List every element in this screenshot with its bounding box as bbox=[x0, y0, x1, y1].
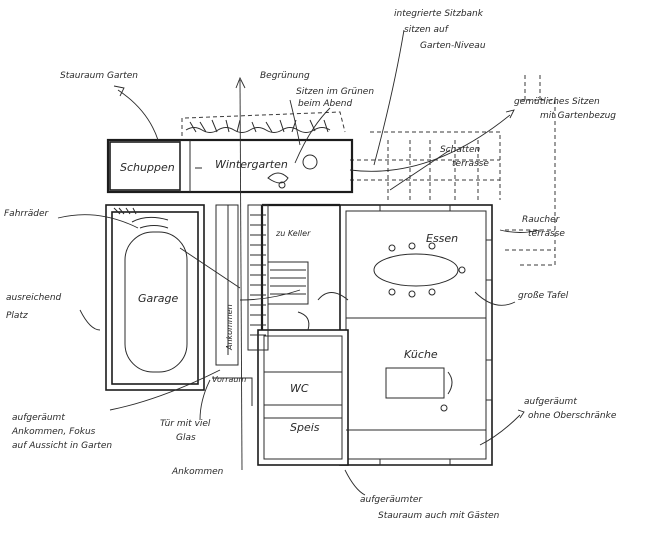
note-ausreichend-2: Platz bbox=[6, 311, 28, 321]
note-stauraum-garten: Stauraum Garten bbox=[60, 71, 138, 81]
note-fahrraeder: Fahrräder bbox=[4, 209, 50, 219]
planting-hatch bbox=[185, 119, 331, 133]
room-label-garage: Garage bbox=[138, 292, 179, 305]
note-sitzbank-2: sitzen auf bbox=[404, 25, 450, 35]
note-sitzen-gruenen-2: beim Abend bbox=[298, 99, 352, 109]
note-ausreichend-1: ausreichend bbox=[6, 293, 62, 303]
note-begruenung: Begrünung bbox=[260, 71, 310, 81]
garage bbox=[105, 204, 205, 391]
note-raucher-1: Raucher bbox=[522, 215, 561, 225]
note-aufgeraeumt-2: ohne Oberschränke bbox=[528, 411, 617, 421]
note-ankommen-vertical: Ankommen bbox=[225, 304, 234, 351]
room-label-speis: Speis bbox=[290, 421, 320, 434]
annotation-arrows bbox=[57, 29, 541, 496]
dining-table bbox=[373, 242, 466, 298]
note-sitzbank-1: integrierte Sitzbank bbox=[394, 9, 484, 19]
house-walls bbox=[257, 203, 493, 466]
note-gemuetlich-2: mit Gartenbezug bbox=[540, 111, 616, 121]
room-label-essen: Essen bbox=[426, 232, 458, 245]
note-sitzbank-3: Garten-Niveau bbox=[420, 41, 486, 51]
room-label-vorraum: Vorraum bbox=[212, 375, 246, 384]
note-aufgeraeumt-1: aufgeräumt bbox=[524, 397, 577, 407]
note-ankommen-2: Ankommen, Fokus bbox=[11, 427, 96, 437]
note-ankommen: Ankommen bbox=[171, 467, 224, 477]
room-label-wintergarten: Wintergarten bbox=[215, 158, 288, 171]
note-sitzen-gruenen-1: Sitzen im Grünen bbox=[296, 87, 374, 97]
note-gemuetlich-1: gemütliches Sitzen bbox=[514, 97, 600, 107]
note-stauraum-1: aufgeräumter bbox=[360, 495, 423, 505]
note-schatten-2: terrasse bbox=[452, 159, 489, 169]
kitchen-island bbox=[385, 367, 453, 412]
staircase bbox=[215, 204, 309, 366]
note-tuer-1: Tür mit viel bbox=[160, 419, 211, 429]
note-tuer-2: Glas bbox=[176, 433, 196, 443]
note-stauraum-2: Stauraum auch mit Gästen bbox=[378, 511, 500, 521]
note-schatten-1: Schatten bbox=[440, 145, 480, 155]
room-label-kueche: Küche bbox=[404, 348, 438, 361]
note-raucher-2: terrasse bbox=[528, 229, 565, 239]
note-ankommen-1: aufgeräumt bbox=[12, 413, 65, 423]
shed-wintergarden-band bbox=[106, 138, 354, 194]
room-label-wc: WC bbox=[290, 382, 309, 395]
door-swings bbox=[212, 292, 349, 406]
room-label-schuppen: Schuppen bbox=[120, 161, 175, 174]
note-tafel: große Tafel bbox=[518, 291, 569, 301]
room-label-keller: zu Keller bbox=[275, 229, 311, 238]
note-ankommen-3: auf Aussicht in Garten bbox=[12, 441, 112, 451]
